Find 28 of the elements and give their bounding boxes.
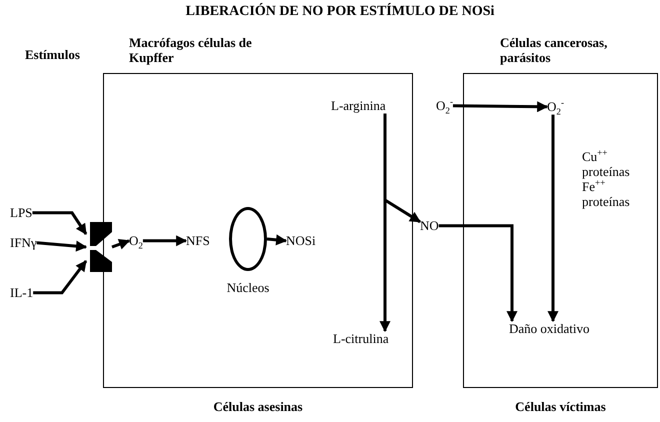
- arrow: [384, 114, 421, 224]
- cell-caption: Células asesinas: [212, 399, 304, 415]
- node-label: L-citrulina: [333, 331, 389, 347]
- node-label: L-arginina: [331, 98, 386, 114]
- cell-heading: Macrófagos células de Kupffer: [129, 34, 253, 66]
- node-label: O$_{2}$: [129, 233, 143, 249]
- arrow: [32, 211, 88, 235]
- node-label: IFNγ: [10, 235, 37, 251]
- arrow: [111, 239, 130, 250]
- node-label: NO: [420, 218, 439, 234]
- arrow: [452, 101, 548, 112]
- arrow: [438, 224, 518, 322]
- diagram-title: LIBERACIÓN DE NO POR ESTÍMULO DE NOSi: [184, 4, 496, 20]
- arrow: [266, 234, 288, 246]
- node-label: LPS: [10, 205, 32, 221]
- node-label: NOSi: [286, 233, 316, 249]
- arrow: [548, 114, 558, 322]
- node-label: Daño oxidativo: [509, 321, 590, 337]
- arrow: [142, 235, 188, 246]
- cell-caption: Células víctimas: [514, 399, 607, 415]
- arrow: [33, 260, 88, 294]
- column-heading: Estímulos: [25, 48, 81, 63]
- node-label: NFS: [186, 233, 210, 249]
- note-text: Cu$^{++}$ proteínas Fe$^{++}$ proteínas: [582, 150, 631, 210]
- nucleus-label: Núcleos: [226, 280, 270, 296]
- arrow: [36, 240, 88, 252]
- cell-heading: Células cancerosas, parásitos: [500, 34, 608, 66]
- node-label: IL-1: [10, 285, 34, 301]
